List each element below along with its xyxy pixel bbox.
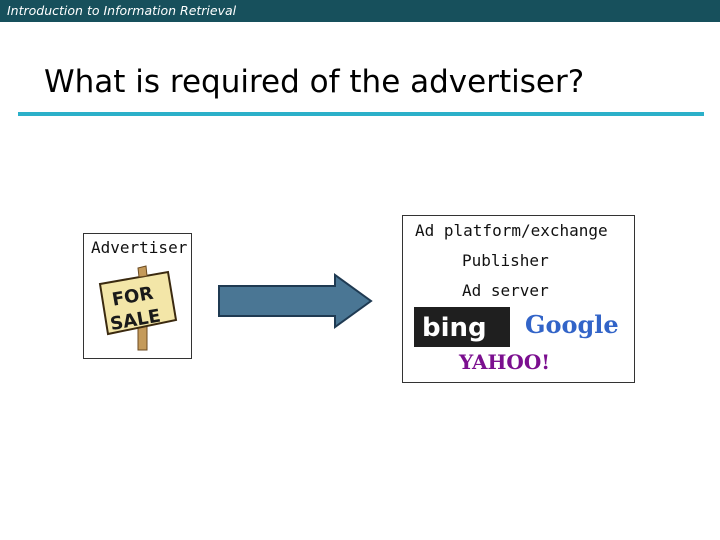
yahoo-logo-text: YAHOO!	[458, 350, 550, 374]
bing-logo-text: bing	[422, 313, 487, 343]
header-bar: Introduction to Information Retrieval	[0, 0, 720, 22]
advertiser-label: Advertiser	[91, 238, 188, 257]
course-title: Introduction to Information Retrieval	[7, 3, 237, 18]
slide-title: What is required of the advertiser?	[44, 64, 585, 100]
ad-server-label: Ad server	[462, 281, 549, 300]
publisher-label: Publisher	[462, 251, 549, 270]
bing-logo: bing	[414, 307, 510, 347]
yahoo-logo: YAHOO!	[458, 350, 550, 374]
google-logo-text: Google	[525, 310, 619, 339]
for-sale-sign-icon: FOR SALE	[98, 265, 178, 351]
ad-platform-label: Ad platform/exchange	[415, 221, 608, 240]
right-arrow-icon	[218, 273, 373, 329]
ad-platform-box: Ad platform/exchange Publisher Ad server…	[402, 215, 635, 383]
google-logo: Google	[525, 310, 619, 339]
title-underline	[18, 112, 704, 116]
advertiser-box: Advertiser FOR SALE	[83, 233, 192, 359]
